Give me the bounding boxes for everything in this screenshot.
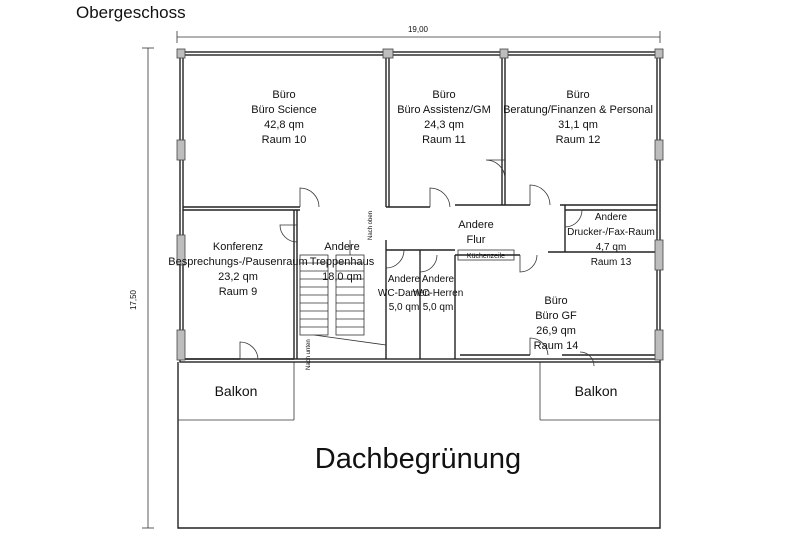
kitchen-label: Küchenzeile <box>467 253 505 260</box>
room-label-line: Büro <box>432 89 455 101</box>
room-label-line: Andere <box>458 219 493 231</box>
room-label-line: 26,9 qm <box>536 325 576 337</box>
room-label-line: Raum 13 <box>591 257 632 268</box>
height-dimension: 17,50 <box>129 47 154 529</box>
staircase: Nach oben Nach unten <box>299 211 387 370</box>
room-label-line: 4,7 qm <box>596 242 627 253</box>
plan-title: Obergeschoss <box>76 3 186 22</box>
room-label-line: Andere <box>388 274 421 285</box>
room-label-line: Beratung/Finanzen & Personal <box>503 104 653 116</box>
room-label-line: 5,0 qm <box>423 302 454 313</box>
room-label-line: Büro <box>544 295 567 307</box>
room-label-line: Konferenz <box>213 241 263 253</box>
room-label-line: Büro Science <box>251 104 316 116</box>
roof-garden-label: Dachbegrünung <box>315 443 521 475</box>
room-label-line: Büro Assistenz/GM <box>397 104 491 116</box>
room-label-line: 42,8 qm <box>264 119 304 131</box>
room-label-line: Raum 12 <box>556 134 601 146</box>
room-label-line: Raum 14 <box>534 340 579 352</box>
room-label-line: Treppenhaus <box>310 256 375 268</box>
room-label-line: WC-Herren <box>413 288 464 299</box>
balcony-right-label: Balkon <box>575 383 618 399</box>
width-dimension-label: 19,00 <box>408 25 429 34</box>
room-label-line: Büro <box>566 89 589 101</box>
stair-down-label: Nach unten <box>306 339 312 370</box>
room-label-line: Büro GF <box>535 310 577 322</box>
height-dimension-label: 17,50 <box>129 289 138 310</box>
width-dimension: 19,00 <box>176 25 661 43</box>
room-label-line: Raum 9 <box>219 286 258 298</box>
doors <box>239 159 595 367</box>
stair-up-label: Nach oben <box>368 211 374 240</box>
balcony-left-label: Balkon <box>215 383 258 399</box>
room-label-line: Raum 11 <box>422 134 466 146</box>
room-label-line: Andere <box>595 212 628 223</box>
room-label-line: 5,0 qm <box>389 302 420 313</box>
room-label-line: Besprechungs-/Pausenraum <box>168 256 307 268</box>
room-label-line: 23,2 qm <box>218 271 258 283</box>
room-label-line: Büro <box>272 89 295 101</box>
kitchen-counter: Küchenzeile <box>457 249 515 261</box>
window-pillars <box>176 48 664 361</box>
room-label-line: Andere <box>324 241 359 253</box>
room-label-line: Andere <box>422 274 455 285</box>
room-label-line: Raum 10 <box>262 134 307 146</box>
room-label-line: 18,0 qm <box>322 271 362 283</box>
room-label-line: Drucker-/Fax-Raum <box>567 227 655 238</box>
room-label-line: 31,1 qm <box>558 119 598 131</box>
room-label-line: Flur <box>467 234 486 246</box>
room-label-line: 24,3 qm <box>424 119 464 131</box>
room-label-line: WC-Damen <box>378 288 430 299</box>
